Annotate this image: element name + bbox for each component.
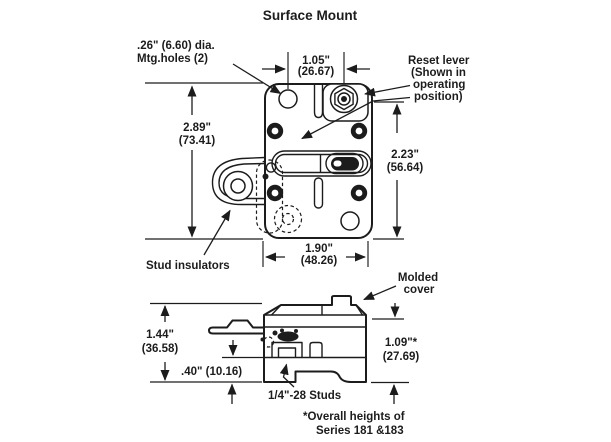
reset-lever-label-line1: Reset lever — [408, 55, 470, 67]
reset-lever-label-line3: operating — [413, 79, 465, 91]
reset-lever-handle — [331, 157, 359, 171]
stud-insulator-hub — [222, 170, 254, 202]
stud-bosses — [271, 341, 323, 357]
diagram-title: Surface Mount — [263, 8, 358, 23]
rivet-center — [271, 189, 279, 197]
rivets — [266, 122, 368, 202]
dim-lever-height-in: 2.23" — [391, 149, 419, 161]
dim-cover-height-mm: (27.69) — [383, 351, 420, 363]
reset-lever-leader-1 — [364, 84, 411, 97]
dim-hole-spacing-in: 1.05" — [302, 55, 330, 67]
side-stud-insulator — [208, 319, 264, 335]
reset-lever-label-line2: (Shown in — [411, 67, 466, 79]
molded-cover-leader — [363, 285, 397, 301]
dim-body-width-in: 1.90" — [305, 243, 333, 255]
dim-side-height — [150, 302, 262, 383]
dim-lever-height — [373, 101, 404, 240]
mounting-hole-top — [278, 89, 298, 109]
breaker-body-side-view — [263, 295, 367, 383]
dim-body-height — [145, 82, 263, 240]
studs-label: 1/4"-28 Studs — [268, 390, 341, 402]
lever-channel — [271, 150, 372, 177]
mtg-holes-label-line1: .26" (6.60) dia. — [137, 40, 215, 52]
reset-lever-outline — [325, 152, 364, 175]
molded-cover-label-line1: Molded — [398, 272, 438, 284]
top-view-drawing — [145, 52, 411, 267]
mtg-holes-label-line2: Mtg.holes (2) — [137, 53, 208, 65]
reset-lever-leader-2 — [301, 96, 411, 140]
reset-lever-pivot-nut — [329, 84, 359, 114]
mtg-holes-leader — [232, 63, 282, 95]
top-slot — [313, 85, 324, 119]
reset-lever-label-line4: position) — [414, 91, 463, 103]
side-view-drawing — [150, 285, 409, 404]
dim-stud-height — [222, 340, 264, 404]
stud-insulators-leader — [203, 209, 231, 256]
dim-side-height-in: 1.44" — [146, 329, 174, 341]
dim-lever-height-mm: (56.64) — [387, 162, 424, 174]
stud-insulators-label: Stud insulators — [146, 260, 230, 272]
dim-cover-height-in: 1.09"* — [385, 337, 418, 349]
insulator-spatter — [260, 328, 299, 348]
dim-stud-height-in: .40" (10.16) — [181, 366, 242, 378]
dim-body-height-mm: (73.41) — [179, 135, 216, 147]
dim-body-width-mm: (48.26) — [301, 255, 338, 267]
studs-leader — [279, 363, 295, 388]
mounting-hole-bottom — [340, 211, 360, 231]
cover-seams — [264, 304, 366, 359]
footnote-line1: *Overall heights of — [303, 411, 405, 423]
hidden-stud-outline — [255, 159, 303, 234]
dim-side-height-mm: (36.58) — [142, 343, 179, 355]
dim-hole-spacing — [262, 52, 370, 89]
dim-body-height-in: 2.89" — [183, 122, 211, 134]
dim-cover-height — [371, 303, 409, 404]
bottom-slot — [313, 177, 324, 209]
dim-body-width — [262, 241, 369, 267]
dim-hole-spacing-mm: (26.67) — [298, 66, 335, 78]
footnote-line2: Series 181 &183 — [316, 425, 404, 437]
molded-cover-label-line2: cover — [404, 284, 435, 296]
lever-highlight — [333, 160, 342, 167]
